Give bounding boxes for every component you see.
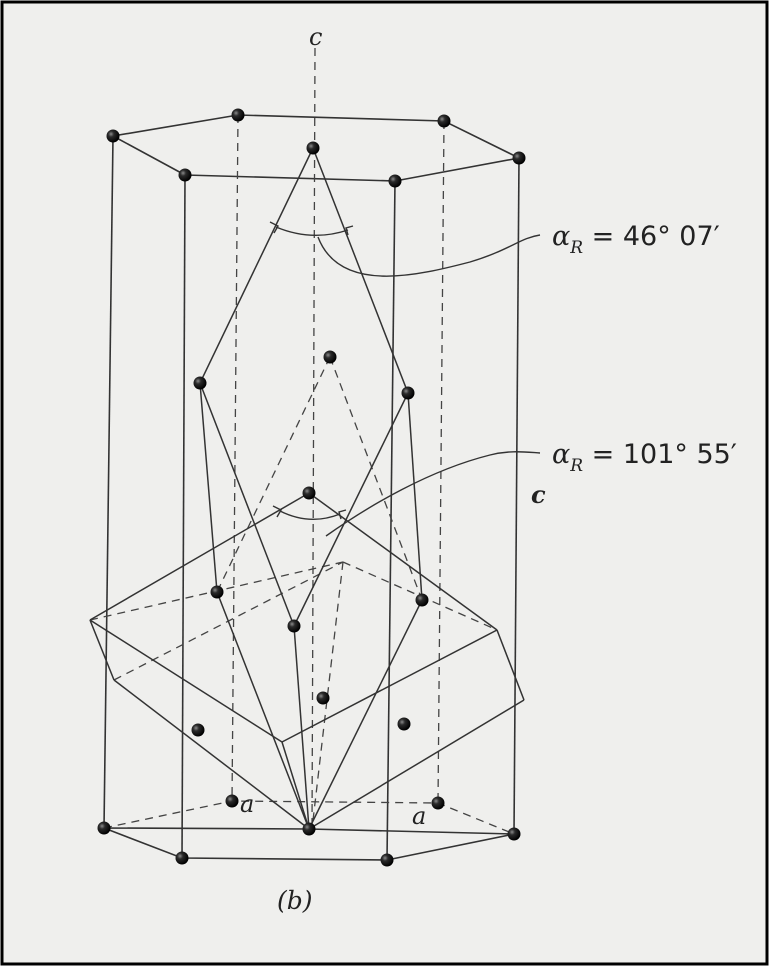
acute-rhombohedron-edges [199, 147, 423, 830]
leader-lines [317, 234, 541, 537]
alpha-symbol: α [552, 439, 570, 470]
atom [302, 822, 316, 836]
atom [97, 821, 111, 835]
angle-value: = 46° 07′ [583, 221, 720, 252]
alpha-subscript: R [569, 238, 583, 258]
atom [210, 585, 224, 599]
angle-arcs [269, 221, 354, 520]
atom [287, 619, 301, 633]
angle-value: = 101° 55′ [583, 439, 737, 470]
atom [512, 151, 526, 165]
atom [302, 486, 316, 500]
atom [191, 723, 205, 737]
atom [193, 376, 207, 390]
obtuse-rhombohedron-edges [89, 492, 525, 830]
atom [106, 129, 120, 143]
angle-label-101: αR = 101° 55′ [552, 439, 737, 476]
atoms [97, 108, 526, 867]
atom [388, 174, 402, 188]
atom [415, 593, 429, 607]
atom [306, 141, 320, 155]
c-axis-label-side: c [531, 480, 546, 509]
atom [316, 691, 330, 705]
atom [401, 386, 415, 400]
atom [175, 851, 189, 865]
angle-label-46: αR = 46° 07′ [552, 221, 720, 258]
alpha-subscript: R [569, 456, 583, 476]
atom [431, 796, 445, 810]
edge-label-a-right: a [412, 802, 426, 830]
figure-caption: (b) [277, 886, 313, 915]
atom [380, 853, 394, 867]
atom [231, 108, 245, 122]
atom [397, 717, 411, 731]
edge-label-a-left: a [240, 790, 254, 818]
alpha-symbol: α [552, 221, 570, 252]
atom [323, 350, 337, 364]
atom [178, 168, 192, 182]
atom [507, 827, 521, 841]
atom [225, 794, 239, 808]
c-axis-label-top: c [309, 23, 322, 51]
atom [437, 114, 451, 128]
